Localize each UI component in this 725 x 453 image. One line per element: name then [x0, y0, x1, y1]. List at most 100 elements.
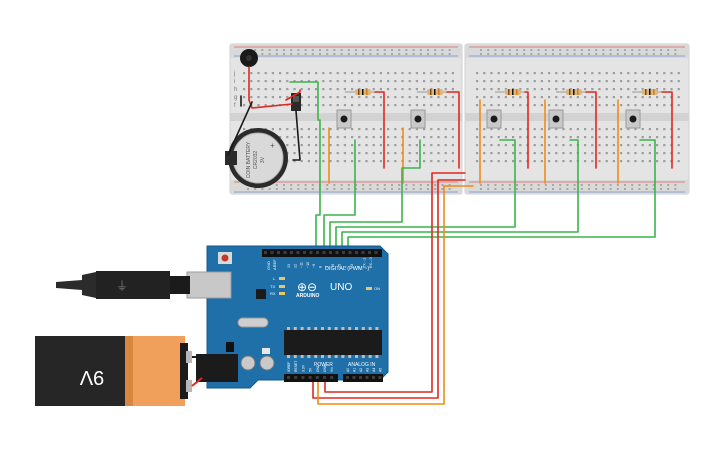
led-label: TX — [270, 284, 275, 289]
wire-black[interactable] — [227, 101, 253, 156]
capacitor — [259, 355, 275, 371]
wire-orange[interactable] — [317, 185, 474, 405]
pin-label: 3.3V — [301, 364, 305, 372]
row-letter: i — [234, 79, 235, 85]
resistor[interactable] — [556, 89, 586, 95]
voltage-regulator — [226, 342, 234, 352]
pin-label: IOREF — [287, 362, 291, 372]
gnd-label: GND — [266, 261, 271, 270]
arduino-logo-icon: ⊕⊖ — [297, 280, 317, 294]
pin-label: ~3 — [350, 264, 354, 268]
wire-green[interactable] — [289, 81, 321, 249]
row-letters: j i h g f — [233, 71, 237, 109]
breadboard-right[interactable] — [464, 43, 690, 195]
pin-label: 7 — [325, 266, 329, 268]
digital-header-label: DIGITAL (PWM ~) — [325, 266, 369, 272]
row-letter: g — [234, 95, 237, 101]
pin-label: ~9 — [312, 264, 316, 268]
pin-label: A5 — [379, 368, 383, 372]
wire-red[interactable] — [524, 91, 529, 169]
wire-red[interactable] — [324, 172, 466, 393]
battery-label: 9V — [79, 366, 104, 388]
battery-9v[interactable]: 9V — [35, 336, 203, 406]
power-header-label: POWER — [314, 362, 333, 368]
pin-label: 13 — [287, 264, 291, 268]
crystal — [237, 317, 269, 328]
pin-label: TX→1 — [363, 258, 367, 268]
pin-label: A2 — [359, 368, 363, 372]
push-button[interactable] — [625, 109, 641, 129]
pin-label: 2 — [356, 266, 360, 268]
wire-red[interactable] — [661, 91, 673, 169]
resistor[interactable] — [632, 89, 662, 95]
usb-icon: ⏚ — [116, 279, 128, 293]
pin-label: A4 — [372, 368, 376, 372]
piezo-buzzer[interactable] — [240, 49, 258, 67]
wire-red[interactable] — [446, 91, 460, 169]
coin-battery-label: 3V — [260, 156, 266, 163]
pin-label: GND — [316, 364, 320, 372]
wire-red[interactable] — [312, 179, 466, 399]
analog-header[interactable] — [343, 374, 383, 382]
wire-green[interactable] — [323, 139, 356, 249]
resistor[interactable] — [345, 89, 375, 95]
pin-label: ~11 — [300, 262, 304, 268]
chip-pins — [287, 327, 379, 358]
status-leds: L TX RX ON — [270, 276, 380, 296]
pin-label: 5V — [309, 367, 313, 372]
microcontroller-chip — [284, 330, 382, 355]
push-button[interactable] — [486, 109, 502, 129]
led-label: RX — [270, 291, 276, 296]
push-button[interactable] — [548, 109, 564, 129]
analog-header-label: ANALOG IN — [348, 362, 376, 368]
digital-header[interactable] — [262, 249, 382, 257]
push-button[interactable] — [410, 109, 426, 129]
wire-green[interactable] — [347, 139, 656, 249]
wire-green[interactable] — [335, 139, 516, 249]
led-label: L — [273, 276, 276, 281]
resistors — [345, 89, 662, 95]
slide-switch[interactable] — [291, 93, 301, 111]
row-letter: h — [234, 87, 237, 93]
pin-label: ~6 — [331, 264, 335, 268]
usb-cable[interactable]: ⏚ — [56, 271, 232, 299]
pin-label: 12 — [293, 264, 297, 268]
capacitor — [240, 355, 256, 371]
wire-red[interactable] — [191, 377, 203, 387]
row-letter: j — [233, 71, 235, 77]
pin-label: ~5 — [337, 264, 341, 268]
resistor[interactable] — [417, 89, 447, 95]
wire-black[interactable] — [292, 110, 301, 161]
wire-red[interactable] — [285, 89, 301, 101]
capacitor-small — [262, 348, 270, 354]
coin-battery-label: CR2032 — [253, 151, 259, 170]
on-label: ON — [374, 286, 380, 291]
wire-green[interactable] — [329, 139, 421, 249]
coin-battery-label: COIN BATTERY — [246, 141, 252, 178]
pin-label: 4 — [344, 266, 348, 268]
resistor[interactable] — [495, 89, 525, 95]
wire-green[interactable] — [341, 139, 579, 249]
pin-label: RX←0 — [369, 257, 373, 268]
pin-label: ~10 — [306, 262, 310, 268]
wire-red[interactable] — [374, 91, 385, 169]
push-button[interactable] — [336, 109, 352, 129]
reset-button-cap — [221, 254, 229, 262]
pin-label: Vin — [330, 367, 334, 372]
usb-chip — [256, 289, 266, 299]
pin-label: 8 — [319, 266, 323, 268]
brand-label: ARDUINO — [296, 293, 319, 299]
barrel-jack — [196, 354, 238, 382]
aref-label: AREF — [272, 259, 277, 270]
wire-red[interactable] — [585, 91, 597, 169]
pin-label: A1 — [353, 368, 357, 372]
plus-sign: + — [270, 141, 275, 150]
pin-label: GND — [323, 364, 327, 372]
pin-label: A0 — [346, 368, 350, 372]
push-buttons — [336, 109, 641, 129]
pin-label: RESET — [294, 361, 298, 372]
